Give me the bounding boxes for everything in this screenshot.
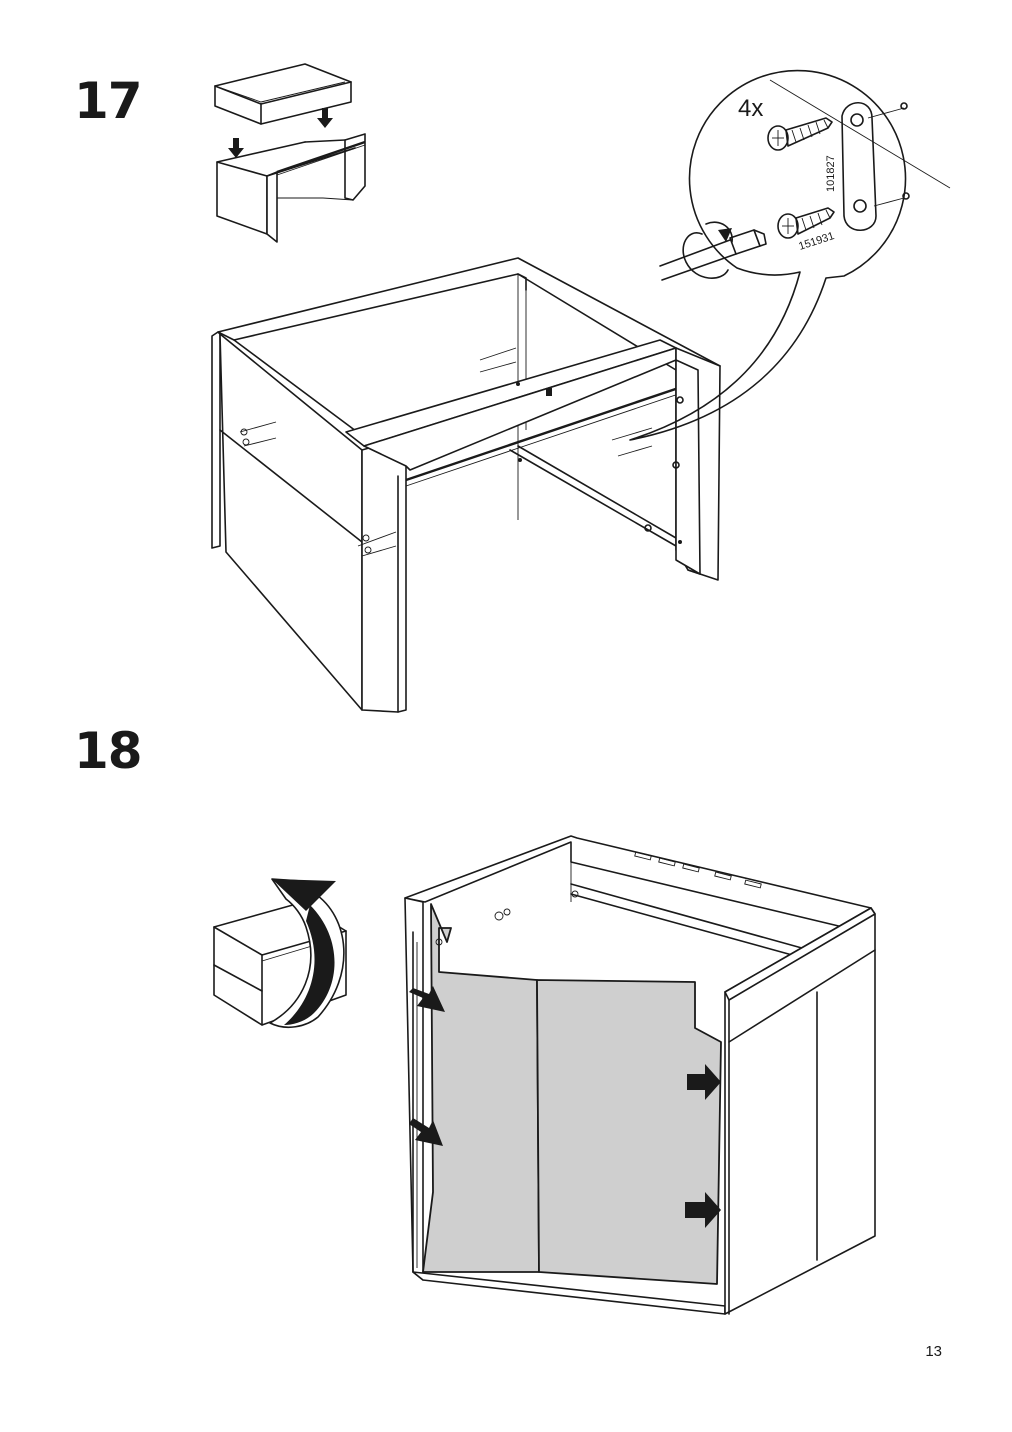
- page-number: 13: [925, 1343, 942, 1360]
- step17-fastener-detail: 4x 101827 151931: [629, 69, 951, 441]
- step-number-17: 17: [74, 72, 143, 130]
- quantity-label: 4x: [738, 95, 763, 122]
- part-number-bracket: 101827: [825, 155, 837, 192]
- step18-cabinet-doors: [404, 835, 876, 1315]
- part-number-screw: 151931: [797, 230, 836, 253]
- step18-rotate-inset: [213, 878, 347, 1029]
- step-number-18: 18: [74, 722, 143, 780]
- step17-cabinet-frame: [211, 257, 721, 713]
- step17-orientation-inset: [214, 63, 366, 243]
